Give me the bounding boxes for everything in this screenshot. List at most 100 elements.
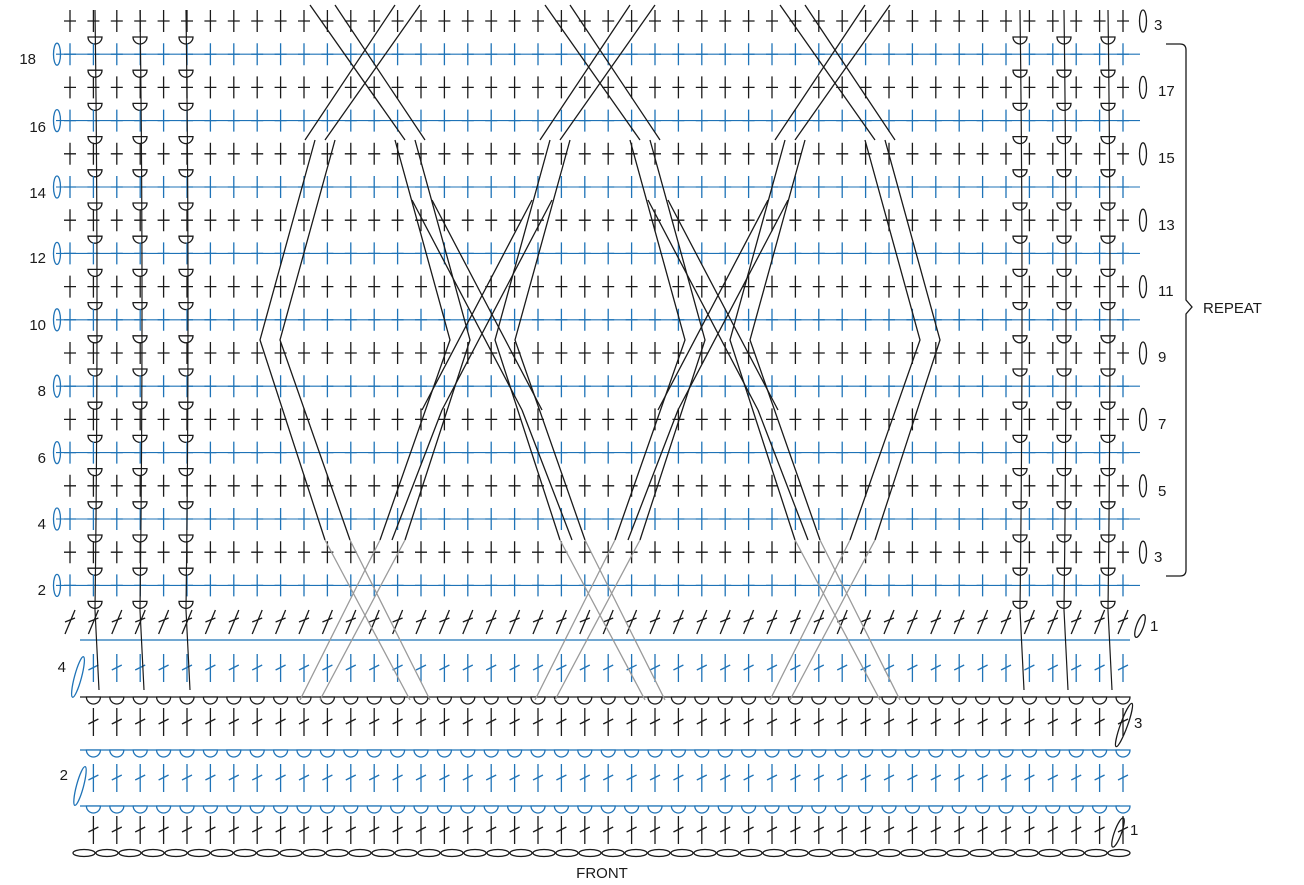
single-crochet-mark (1117, 110, 1129, 132)
single-crochet-mark (1000, 342, 1012, 364)
single-crochet-mark (485, 143, 497, 165)
foundation-dc-mark (369, 816, 379, 844)
single-crochet-mark (87, 176, 99, 198)
foundation-loop-symbol (391, 806, 405, 813)
single-crochet-mark (789, 475, 801, 497)
foundation-loop-symbol (1046, 806, 1060, 813)
black-stitch-row (64, 276, 1147, 310)
single-crochet-mark (953, 309, 965, 331)
foundation-dc-mark (322, 816, 332, 844)
single-crochet-mark (1000, 242, 1012, 264)
foundation-dc-mark (556, 764, 566, 792)
single-crochet-mark (509, 76, 521, 98)
single-crochet-mark (228, 110, 240, 132)
single-crochet-mark (1094, 375, 1106, 397)
single-crochet-mark (64, 342, 76, 364)
single-crochet-mark (228, 176, 240, 198)
single-crochet-mark (1094, 276, 1106, 298)
single-crochet-mark (836, 508, 848, 530)
post-stitch-symbol (179, 435, 193, 442)
single-crochet-mark (438, 375, 450, 397)
single-crochet-mark (1094, 110, 1106, 132)
foundation-loop-symbol (1093, 697, 1107, 704)
row-label-15: 15 (1158, 150, 1175, 167)
row-label-18: 18 (19, 51, 36, 68)
post-stitch-symbol (179, 303, 193, 310)
single-crochet-mark (392, 442, 404, 464)
cable-right-side (850, 140, 940, 540)
post-stitch-symbol (179, 336, 193, 343)
single-crochet-mark (392, 309, 404, 331)
single-crochet-mark (64, 475, 76, 497)
foundation-dc-mark (884, 816, 894, 844)
single-crochet-mark (462, 276, 474, 298)
foundation-dc-mark (486, 764, 496, 792)
single-crochet-mark (438, 276, 450, 298)
single-crochet-mark (321, 276, 333, 298)
single-crochet-mark (462, 408, 474, 430)
single-crochet-mark (1000, 43, 1012, 65)
post-stitch-symbol (1057, 502, 1071, 509)
single-crochet-mark (1023, 342, 1035, 364)
single-crochet-mark (977, 475, 989, 497)
foundation-dc-mark (276, 764, 286, 792)
single-crochet-mark (345, 76, 357, 98)
single-crochet-mark (930, 76, 942, 98)
single-crochet-mark (696, 110, 708, 132)
double-crochet-mark (112, 610, 122, 634)
foundation-loop-symbol (203, 806, 217, 813)
single-crochet-mark (766, 475, 778, 497)
single-crochet-mark (766, 76, 778, 98)
foundation-dc-mark (416, 708, 426, 736)
single-crochet-mark (766, 209, 778, 231)
blue-stitch-row (54, 442, 1141, 476)
single-crochet-mark (626, 541, 638, 563)
single-crochet-mark (415, 375, 427, 397)
single-crochet-mark (672, 110, 684, 132)
single-crochet-mark (532, 342, 544, 364)
single-crochet-mark (930, 43, 942, 65)
single-crochet-mark (1094, 541, 1106, 563)
single-crochet-mark (766, 43, 778, 65)
single-crochet-mark (204, 442, 216, 464)
foundation-dc-mark (463, 654, 473, 682)
single-crochet-mark (1117, 508, 1129, 530)
foundation-loop-symbol (835, 750, 849, 757)
post-stitch-symbol (133, 236, 147, 243)
single-crochet-mark (1047, 110, 1059, 132)
post-stitch-symbol (1101, 502, 1115, 509)
foundation-dc-mark (346, 764, 356, 792)
double-crochet-mark (580, 610, 590, 634)
single-crochet-mark (1000, 143, 1012, 165)
single-crochet-mark (1094, 508, 1106, 530)
foundation-dc-mark (88, 816, 98, 844)
single-crochet-mark (415, 10, 427, 32)
foundation-loop-symbol (320, 806, 334, 813)
single-crochet-mark (392, 10, 404, 32)
double-crochet-mark (369, 610, 379, 634)
single-crochet-mark (883, 276, 895, 298)
single-crochet-mark (1047, 209, 1059, 231)
single-crochet-mark (1094, 342, 1106, 364)
single-crochet-mark (696, 574, 708, 596)
foundation-dc-mark (486, 816, 496, 844)
single-crochet-mark (87, 309, 99, 331)
single-crochet-mark (719, 574, 731, 596)
single-crochet-mark (719, 43, 731, 65)
single-crochet-mark (930, 508, 942, 530)
foundation-loop-symbol (718, 697, 732, 704)
foundation-dc-mark (720, 654, 730, 682)
single-crochet-mark (532, 10, 544, 32)
single-crochet-mark (1094, 408, 1106, 430)
post-stitch-symbol (1057, 269, 1071, 276)
post-stitch-symbol (1057, 369, 1071, 376)
single-crochet-mark (111, 176, 123, 198)
foundation-chain-oval (303, 850, 325, 857)
single-crochet-mark (321, 442, 333, 464)
single-crochet-mark (1047, 574, 1059, 596)
single-crochet-mark (1047, 143, 1059, 165)
single-crochet-mark (204, 375, 216, 397)
foundation-dc-mark (439, 816, 449, 844)
double-crochet-mark (884, 610, 894, 634)
post-stitch-symbol (1013, 203, 1027, 210)
